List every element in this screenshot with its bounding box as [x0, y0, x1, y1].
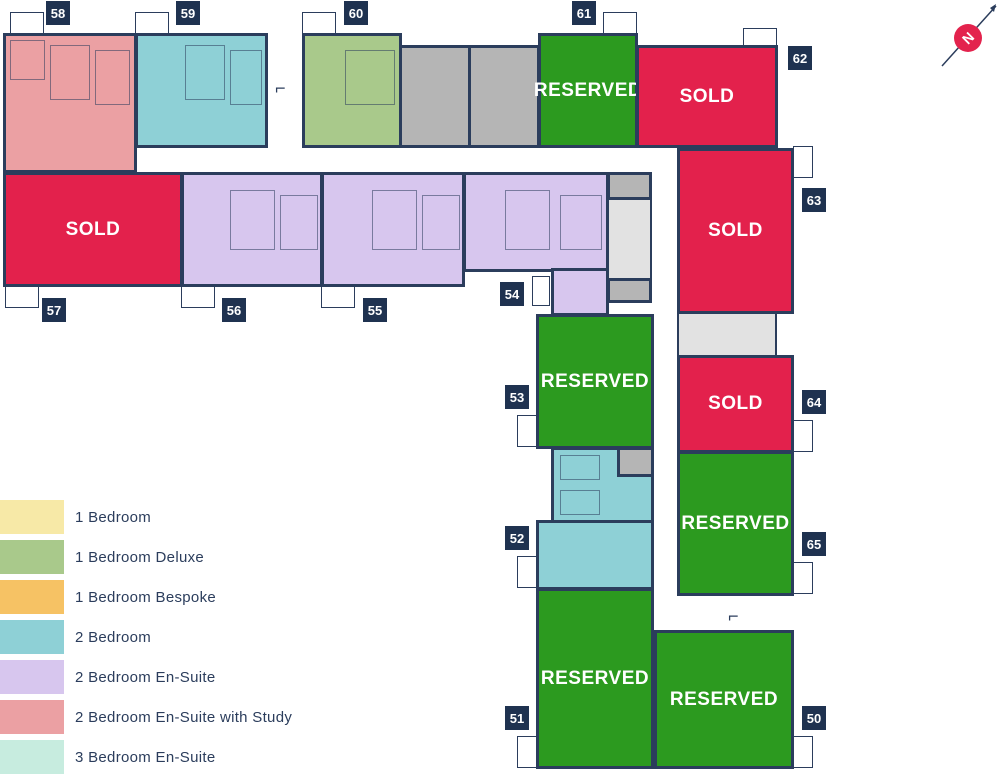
room-divider	[10, 40, 45, 80]
legend-item: 1 Bedroom Deluxe	[0, 540, 204, 574]
legend-swatch	[0, 700, 64, 734]
unit-number-53: 53	[505, 385, 529, 409]
legend-label: 2 Bedroom	[75, 628, 152, 646]
communal-area	[468, 45, 540, 148]
legend-swatch	[0, 580, 64, 614]
legend-label: 1 Bedroom Deluxe	[75, 548, 205, 566]
service-core	[617, 447, 654, 477]
unit-63[interactable]: SOLD	[677, 148, 794, 314]
balcony	[517, 556, 537, 588]
room-divider	[50, 45, 90, 100]
room-divider	[230, 50, 262, 105]
unit-62[interactable]: SOLD	[636, 45, 778, 148]
legend-label: 2 Bedroom En-Suite	[75, 668, 216, 686]
service-core	[607, 198, 652, 280]
unit-54-lower[interactable]	[551, 268, 609, 316]
room-divider	[505, 190, 550, 250]
unit-number-63: 63	[802, 188, 826, 212]
communal-area	[399, 45, 471, 148]
balcony	[603, 12, 637, 34]
unit-51[interactable]: RESERVED	[536, 588, 654, 769]
service-core	[607, 278, 652, 303]
legend-item: 2 Bedroom En-Suite with Study	[0, 700, 292, 734]
legend-item: 1 Bedroom	[0, 500, 151, 534]
unit-number-50: 50	[802, 706, 826, 730]
unit-number-59: 59	[176, 1, 200, 25]
unit-61[interactable]: RESERVED	[534, 33, 642, 148]
unit-58[interactable]	[3, 33, 137, 173]
unit-number-57: 57	[42, 298, 66, 322]
legend-label: 1 Bedroom Bespoke	[75, 588, 217, 606]
legend-label: 2 Bedroom En-Suite with Study	[75, 708, 293, 726]
room-divider	[230, 190, 275, 250]
unit-59[interactable]	[135, 33, 268, 148]
stairs-icon: ⌐	[728, 606, 739, 626]
legend-item: 2 Bedroom	[0, 620, 151, 654]
balcony	[793, 562, 813, 594]
unit-number-56: 56	[222, 298, 246, 322]
balcony	[302, 12, 336, 34]
unit-number-61: 61	[572, 1, 596, 25]
legend-label: 1 Bedroom	[75, 508, 152, 526]
balcony	[181, 286, 215, 308]
balcony	[517, 415, 537, 447]
room-divider	[372, 190, 417, 250]
unit-number-55: 55	[363, 298, 387, 322]
unit-55[interactable]	[321, 172, 465, 287]
unit-number-54: 54	[500, 282, 524, 306]
legend-swatch	[0, 740, 64, 774]
unit-number-51: 51	[505, 706, 529, 730]
unit-number-52: 52	[505, 526, 529, 550]
unit-60[interactable]	[302, 33, 402, 148]
balcony	[10, 12, 44, 34]
stairs-icon: ⌐	[275, 78, 286, 98]
room-divider	[560, 490, 600, 515]
north-compass: N	[941, 4, 997, 67]
unit-54[interactable]	[463, 172, 609, 272]
balcony	[517, 736, 537, 768]
legend-label: 3 Bedroom En-Suite	[75, 748, 216, 766]
legend-item: 1 Bedroom Bespoke	[0, 580, 216, 614]
unit-50[interactable]: RESERVED	[654, 630, 794, 769]
room-divider	[560, 455, 600, 480]
legend-item: 2 Bedroom En-Suite	[0, 660, 215, 694]
balcony	[793, 146, 813, 178]
unit-number-60: 60	[344, 1, 368, 25]
legend-swatch	[0, 660, 64, 694]
balcony	[793, 420, 813, 452]
balcony	[793, 736, 813, 768]
unit-number-65: 65	[802, 532, 826, 556]
unit-65[interactable]: RESERVED	[677, 451, 794, 596]
room-divider	[422, 195, 460, 250]
balcony	[5, 286, 39, 308]
top-corridor	[135, 148, 680, 174]
legend-swatch	[0, 620, 64, 654]
unit-57[interactable]: SOLD	[3, 172, 183, 287]
communal-lounge	[677, 312, 777, 357]
balcony	[743, 28, 777, 46]
unit-number-64: 64	[802, 390, 826, 414]
legend-swatch	[0, 500, 64, 534]
unit-53[interactable]: RESERVED	[536, 314, 654, 449]
room-divider	[345, 50, 395, 105]
service-core	[607, 172, 652, 200]
balcony	[135, 12, 169, 34]
unit-number-62: 62	[788, 46, 812, 70]
unit-64[interactable]: SOLD	[677, 355, 794, 453]
balcony	[321, 286, 355, 308]
legend-item: 3 Bedroom En-Suite	[0, 740, 215, 774]
balcony	[532, 276, 550, 306]
unit-52-lower[interactable]	[536, 520, 654, 590]
unit-number-58: 58	[46, 1, 70, 25]
room-divider	[185, 45, 225, 100]
room-divider	[95, 50, 130, 105]
room-divider	[560, 195, 602, 250]
legend-swatch	[0, 540, 64, 574]
room-divider	[280, 195, 318, 250]
